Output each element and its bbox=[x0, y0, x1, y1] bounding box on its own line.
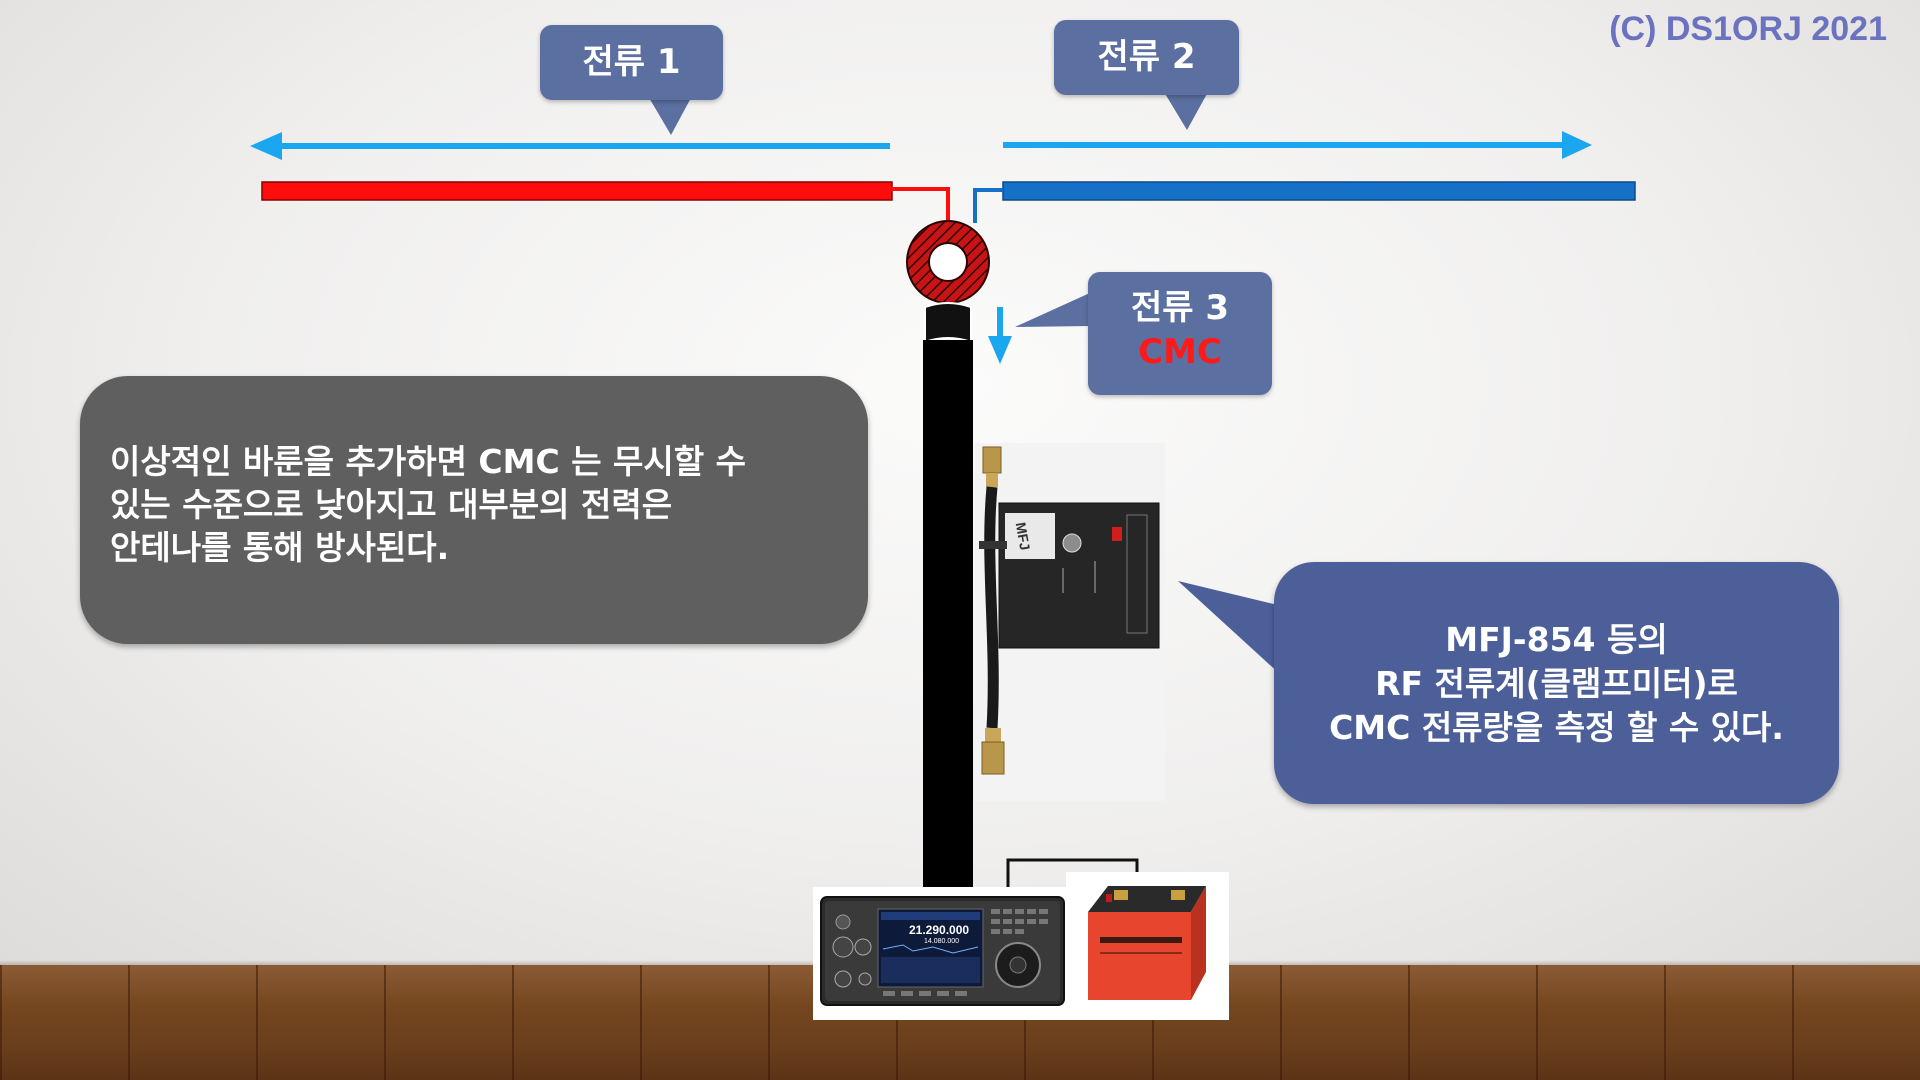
current3-label: 전류 3 CMC bbox=[1088, 272, 1272, 395]
current2-callout-pointer bbox=[1164, 92, 1208, 130]
current2-label: 전류 2 bbox=[1054, 20, 1239, 95]
note-left-line-2: 있는 수준으로 낮아지고 대부분의 전력은 bbox=[110, 485, 673, 524]
copyright-text: (C) DS1ORJ 2021 bbox=[1609, 10, 1887, 48]
note-right-callout-pointer bbox=[1178, 581, 1282, 676]
current3-text: 전류 3 bbox=[1130, 288, 1230, 328]
note-right-line-1: MFJ-854 등의 bbox=[1445, 620, 1668, 659]
coax-cable-top bbox=[924, 302, 972, 344]
current2-arrow bbox=[1003, 131, 1592, 159]
right-dipole-element bbox=[1002, 181, 1636, 201]
left-feed-wire bbox=[890, 187, 950, 223]
rf-current-meter-photo: MFJ bbox=[975, 443, 1165, 801]
balun-explanation-note: 이상적인 바룬을 추가하면 CMC 는 무시할 수 있는 수준으로 낮아지고 대… bbox=[80, 376, 868, 644]
radio-frequency-main: 21.290.000 bbox=[909, 923, 970, 937]
coax-cable bbox=[923, 340, 973, 890]
rf-current-meter-note: MFJ-854 등의 RF 전류계(클램프미터)로 CMC 전류량을 측정 할 … bbox=[1274, 562, 1839, 804]
battery-photo bbox=[1066, 872, 1229, 1020]
current2-text: 전류 2 bbox=[1097, 37, 1196, 77]
note-right-line-2: RF 전류계(클램프미터)로 bbox=[1375, 664, 1738, 703]
cmc-text: CMC bbox=[1138, 332, 1222, 372]
transceiver-photo: 21.290.000 14.080.000 bbox=[813, 887, 1070, 1020]
current3-arrow bbox=[988, 307, 1012, 364]
left-dipole-element bbox=[261, 181, 893, 201]
current1-callout-pointer bbox=[648, 96, 692, 135]
note-left-line-3: 안테나를 통해 방사된다. bbox=[110, 528, 450, 567]
current1-arrow bbox=[250, 132, 890, 160]
current1-text: 전류 1 bbox=[582, 42, 681, 82]
balun-toroid-hole bbox=[928, 242, 968, 282]
current1-label: 전류 1 bbox=[540, 25, 723, 100]
note-left-line-1: 이상적인 바룬을 추가하면 CMC 는 무시할 수 bbox=[110, 442, 746, 481]
radio-frequency-sub: 14.080.000 bbox=[924, 938, 960, 945]
power-wire bbox=[1006, 858, 1139, 887]
current3-callout-pointer bbox=[1015, 292, 1092, 327]
note-right-line-3: CMC 전류량을 측정 할 수 있다. bbox=[1329, 708, 1784, 747]
right-feed-wire bbox=[973, 188, 1003, 223]
svg-text:MFJ: MFJ bbox=[1013, 521, 1034, 551]
